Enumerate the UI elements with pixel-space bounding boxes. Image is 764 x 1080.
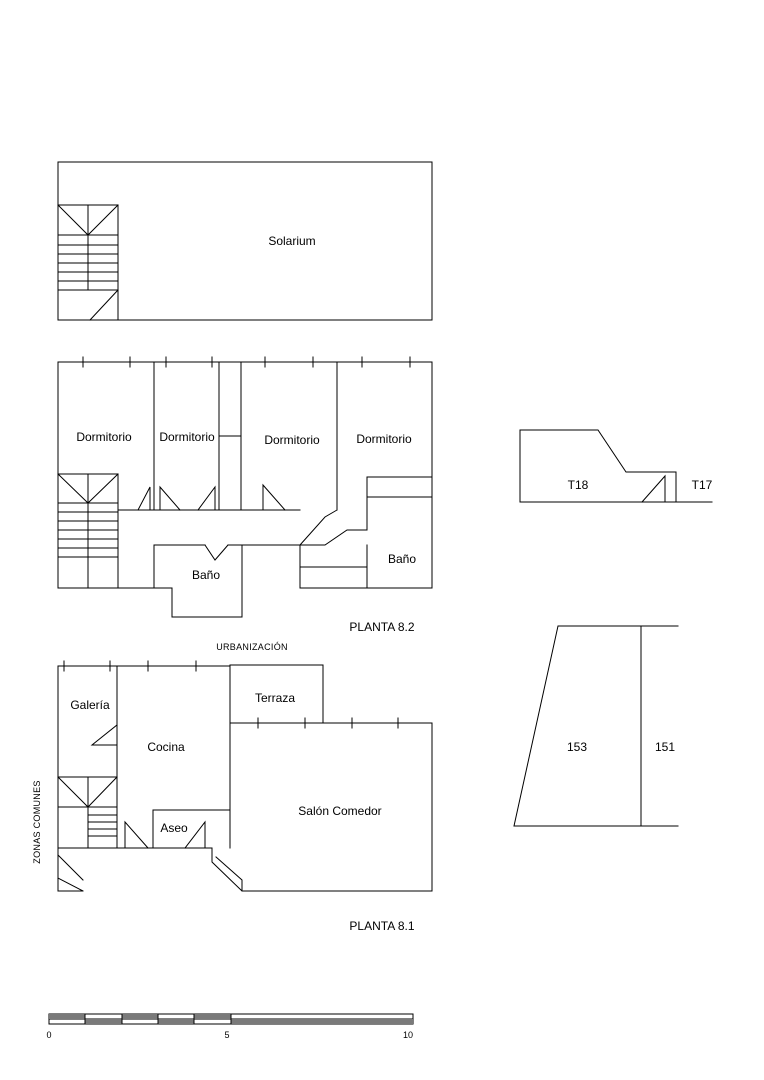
bano-2-label: Baño <box>388 552 416 566</box>
dormitorio-2-label: Dormitorio <box>159 430 215 444</box>
dormitorio-3-label: Dormitorio <box>264 433 320 447</box>
solarium-outline <box>57 161 433 321</box>
planta-8-2-window-ticks <box>82 356 411 368</box>
planta-8-1-partitions <box>90 665 324 849</box>
bano-1-label: Baño <box>192 568 220 582</box>
planta-8-2-outline <box>57 361 433 618</box>
dormitorio-1-label: Dormitorio <box>76 430 132 444</box>
planta-8-2: Dormitorio Dormitorio Dormitorio Dormito… <box>57 356 433 634</box>
planta-8-1: URBANIZACIÓN ZONAS COMUNES <box>32 642 433 933</box>
scale-tick-5: 5 <box>224 1030 229 1040</box>
parcel-location-top: T18 T17 <box>519 429 713 503</box>
aseo-label: Aseo <box>160 821 188 835</box>
salon-comedor-label: Salón Comedor <box>298 804 381 818</box>
urbanizacion-label: URBANIZACIÓN <box>216 642 288 652</box>
scale-tick-0: 0 <box>46 1030 51 1040</box>
terraza-label: Terraza <box>255 691 295 705</box>
parcel-location-bottom: 153 151 <box>513 625 679 827</box>
solarium-stairs <box>57 204 119 321</box>
planta-8-1-stairs <box>57 776 118 849</box>
parcel-153-label: 153 <box>567 740 587 754</box>
planta-8-2-title: PLANTA 8.2 <box>349 620 414 634</box>
planta-8-2-partitions <box>117 361 433 589</box>
cocina-label: Cocina <box>147 740 185 754</box>
galeria-label: Galería <box>70 698 110 712</box>
solarium-floor: Solarium <box>57 161 433 321</box>
scale-tick-10: 10 <box>403 1030 413 1040</box>
parcel-151-label: 151 <box>655 740 675 754</box>
parcel-t18-label: T18 <box>568 478 589 492</box>
planta-8-2-stairs <box>57 473 119 589</box>
dormitorio-4-label: Dormitorio <box>356 432 412 446</box>
planta-8-1-title: PLANTA 8.1 <box>349 919 414 933</box>
zonas-comunes-label: ZONAS COMUNES <box>32 780 42 863</box>
scale-bar: 0 5 10 <box>46 1013 414 1040</box>
solarium-label: Solarium <box>268 234 315 248</box>
parcel-t17-label: T17 <box>692 478 713 492</box>
planta-8-1-window-ticks <box>63 660 399 729</box>
